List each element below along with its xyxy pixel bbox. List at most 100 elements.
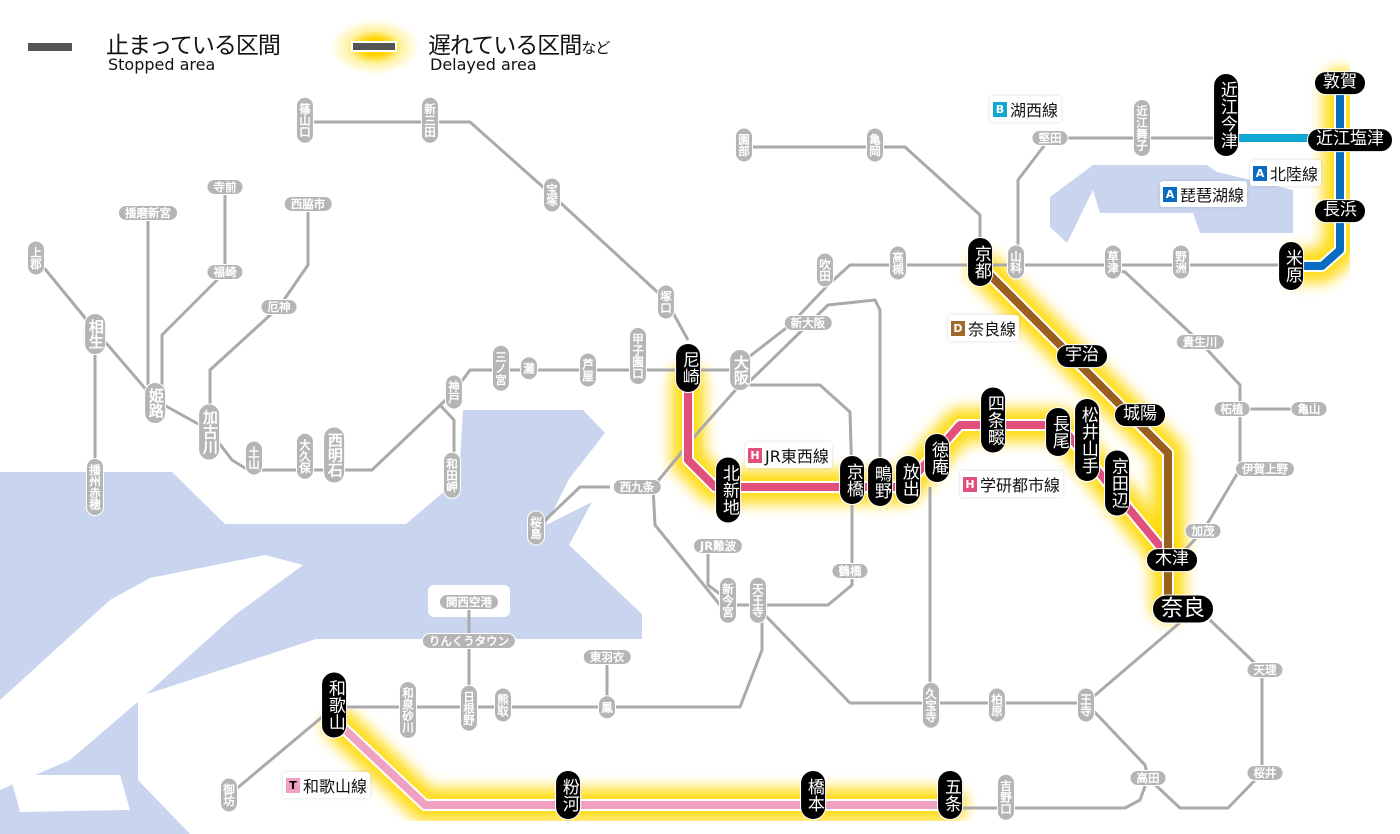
station-normal[interactable]: 播磨新宮 xyxy=(118,204,178,222)
station-affected[interactable]: 和歌山 xyxy=(321,671,347,739)
station-affected[interactable]: 近江今津 xyxy=(1213,73,1239,157)
station-normal[interactable]: 王寺 xyxy=(1076,687,1096,723)
station-normal[interactable]: 新大阪 xyxy=(783,314,833,332)
stopped-area-swatch xyxy=(28,43,72,51)
line-badge-icon: A xyxy=(1253,165,1267,181)
station-normal[interactable]: 三ノ宮 xyxy=(491,344,511,392)
station-normal[interactable]: 播州赤穂 xyxy=(85,458,105,516)
station-affected[interactable]: 粉河 xyxy=(555,770,581,820)
station-affected[interactable]: 長浜 xyxy=(1314,199,1366,223)
station-normal[interactable]: 園部 xyxy=(734,127,754,163)
station-normal[interactable]: 福崎 xyxy=(206,263,244,281)
station-normal[interactable]: 山科 xyxy=(1006,244,1026,280)
delayed-area-swatch xyxy=(351,41,397,52)
station-normal[interactable]: 大阪 xyxy=(729,349,751,391)
station-affected[interactable]: 京都 xyxy=(967,237,993,287)
station-affected[interactable]: 尼崎 xyxy=(675,343,701,393)
station-affected[interactable]: 徳庵 xyxy=(924,433,950,483)
station-normal[interactable]: 加茂 xyxy=(1184,522,1222,540)
station-normal[interactable]: 吹田 xyxy=(815,252,835,288)
station-normal[interactable]: 久宝寺 xyxy=(921,681,941,729)
station-normal[interactable]: 大久保 xyxy=(295,432,315,480)
station-normal[interactable]: 西明石 xyxy=(323,426,345,484)
delayed-label-jp: 遅れている区間など xyxy=(428,26,610,60)
station-normal[interactable]: 姫路 xyxy=(144,382,166,424)
station-normal[interactable]: 堅田 xyxy=(1031,129,1069,147)
station-normal[interactable]: 上郡 xyxy=(26,240,46,276)
normal-line xyxy=(340,612,764,709)
station-normal[interactable]: 近江舞子 xyxy=(1132,99,1152,157)
station-normal[interactable]: 西九条 xyxy=(612,478,662,496)
station-normal[interactable]: 天王寺 xyxy=(748,576,768,624)
station-affected[interactable]: 京田辺 xyxy=(1104,449,1130,517)
station-normal[interactable]: 日根野 xyxy=(459,684,479,732)
station-normal[interactable]: 芦屋 xyxy=(578,352,598,388)
station-normal[interactable]: 高田 xyxy=(1129,769,1167,787)
station-affected[interactable]: 松井山手 xyxy=(1074,398,1100,482)
delayed-label-suffix: など xyxy=(581,39,610,57)
line-name: 奈良線 xyxy=(968,320,1017,339)
line-badge-icon: D xyxy=(951,320,965,336)
station-normal[interactable]: 桜井 xyxy=(1246,764,1284,782)
line-name: 北陸線 xyxy=(1270,165,1319,184)
station-affected[interactable]: 橋本 xyxy=(800,770,826,820)
station-normal[interactable]: 鳳 xyxy=(597,695,617,719)
station-normal[interactable]: 熊取 xyxy=(493,687,513,723)
line-name: JR東西線 xyxy=(765,447,829,466)
station-affected[interactable]: 近江塩津 xyxy=(1307,128,1393,152)
station-normal[interactable]: 和泉砂川 xyxy=(398,681,418,739)
station-normal[interactable]: 加古川 xyxy=(198,403,220,461)
station-normal[interactable]: 灘 xyxy=(519,356,539,380)
station-normal[interactable]: 鶴橋 xyxy=(831,562,869,580)
station-normal[interactable]: 相生 xyxy=(84,313,106,355)
station-normal[interactable]: 草津 xyxy=(1103,244,1123,280)
station-affected[interactable]: 長尾 xyxy=(1045,407,1071,457)
normal-line xyxy=(744,145,982,240)
station-normal[interactable]: 野洲 xyxy=(1171,244,1191,280)
station-normal[interactable]: 柏原 xyxy=(987,687,1007,723)
station-affected[interactable]: 木津 xyxy=(1146,548,1198,572)
station-normal[interactable]: 天理 xyxy=(1246,661,1284,679)
legend: 止まっている区間 Stopped area 遅れている区間など Delayed … xyxy=(0,19,700,86)
station-affected[interactable]: 五条 xyxy=(937,770,963,820)
line-badge-icon: H xyxy=(748,447,762,463)
station-normal[interactable]: 御坊 xyxy=(219,777,239,813)
station-normal[interactable]: 亀岡 xyxy=(865,127,885,163)
station-normal[interactable]: 塚口 xyxy=(656,284,676,320)
station-affected[interactable]: 四条畷 xyxy=(980,386,1006,454)
station-affected[interactable]: 宇治 xyxy=(1056,344,1108,368)
station-normal[interactable]: 桜島 xyxy=(526,510,546,546)
station-normal[interactable]: 貴生川 xyxy=(1175,333,1225,351)
station-normal[interactable]: 篠山口 xyxy=(295,96,315,144)
station-normal[interactable]: 宝塚 xyxy=(542,177,562,213)
station-normal[interactable]: 神戸 xyxy=(444,374,464,410)
station-normal[interactable]: 柘植 xyxy=(1213,400,1251,418)
station-normal[interactable]: 土山 xyxy=(244,440,264,476)
station-normal[interactable]: 吉野口 xyxy=(996,773,1016,821)
station-normal[interactable]: 厄神 xyxy=(260,298,298,316)
station-normal[interactable]: 伊賀上野 xyxy=(1235,460,1295,478)
station-normal[interactable]: 寺前 xyxy=(206,178,244,196)
station-affected[interactable]: 鴫野 xyxy=(867,457,893,507)
station-affected[interactable]: 放出 xyxy=(895,455,921,505)
station-normal[interactable]: 東羽衣 xyxy=(582,648,632,666)
station-affected[interactable]: 城陽 xyxy=(1114,403,1166,427)
station-normal[interactable]: 和田岬 xyxy=(442,451,462,499)
station-normal[interactable]: 新三田 xyxy=(420,96,440,144)
station-affected[interactable]: 奈良 xyxy=(1151,594,1215,624)
station-normal[interactable]: りんくうタウン xyxy=(421,632,517,650)
station-normal[interactable]: 高槻 xyxy=(888,245,908,281)
station-normal[interactable]: 関西空港 xyxy=(439,593,499,611)
station-affected[interactable]: 京橋 xyxy=(839,455,865,505)
normal-line xyxy=(1112,268,1309,411)
station-normal[interactable]: 新今宮 xyxy=(718,576,738,624)
station-affected[interactable]: 北新地 xyxy=(715,456,741,524)
delayed-label-en: Delayed area xyxy=(430,55,537,74)
station-normal[interactable]: JR難波 xyxy=(692,537,744,555)
station-affected[interactable]: 米原 xyxy=(1278,241,1304,291)
station-normal[interactable]: 亀山 xyxy=(1290,400,1328,418)
station-affected[interactable]: 敦賀 xyxy=(1314,71,1366,95)
station-normal[interactable]: 甲子園口 xyxy=(628,327,648,385)
station-normal[interactable]: 西脇市 xyxy=(283,195,333,213)
